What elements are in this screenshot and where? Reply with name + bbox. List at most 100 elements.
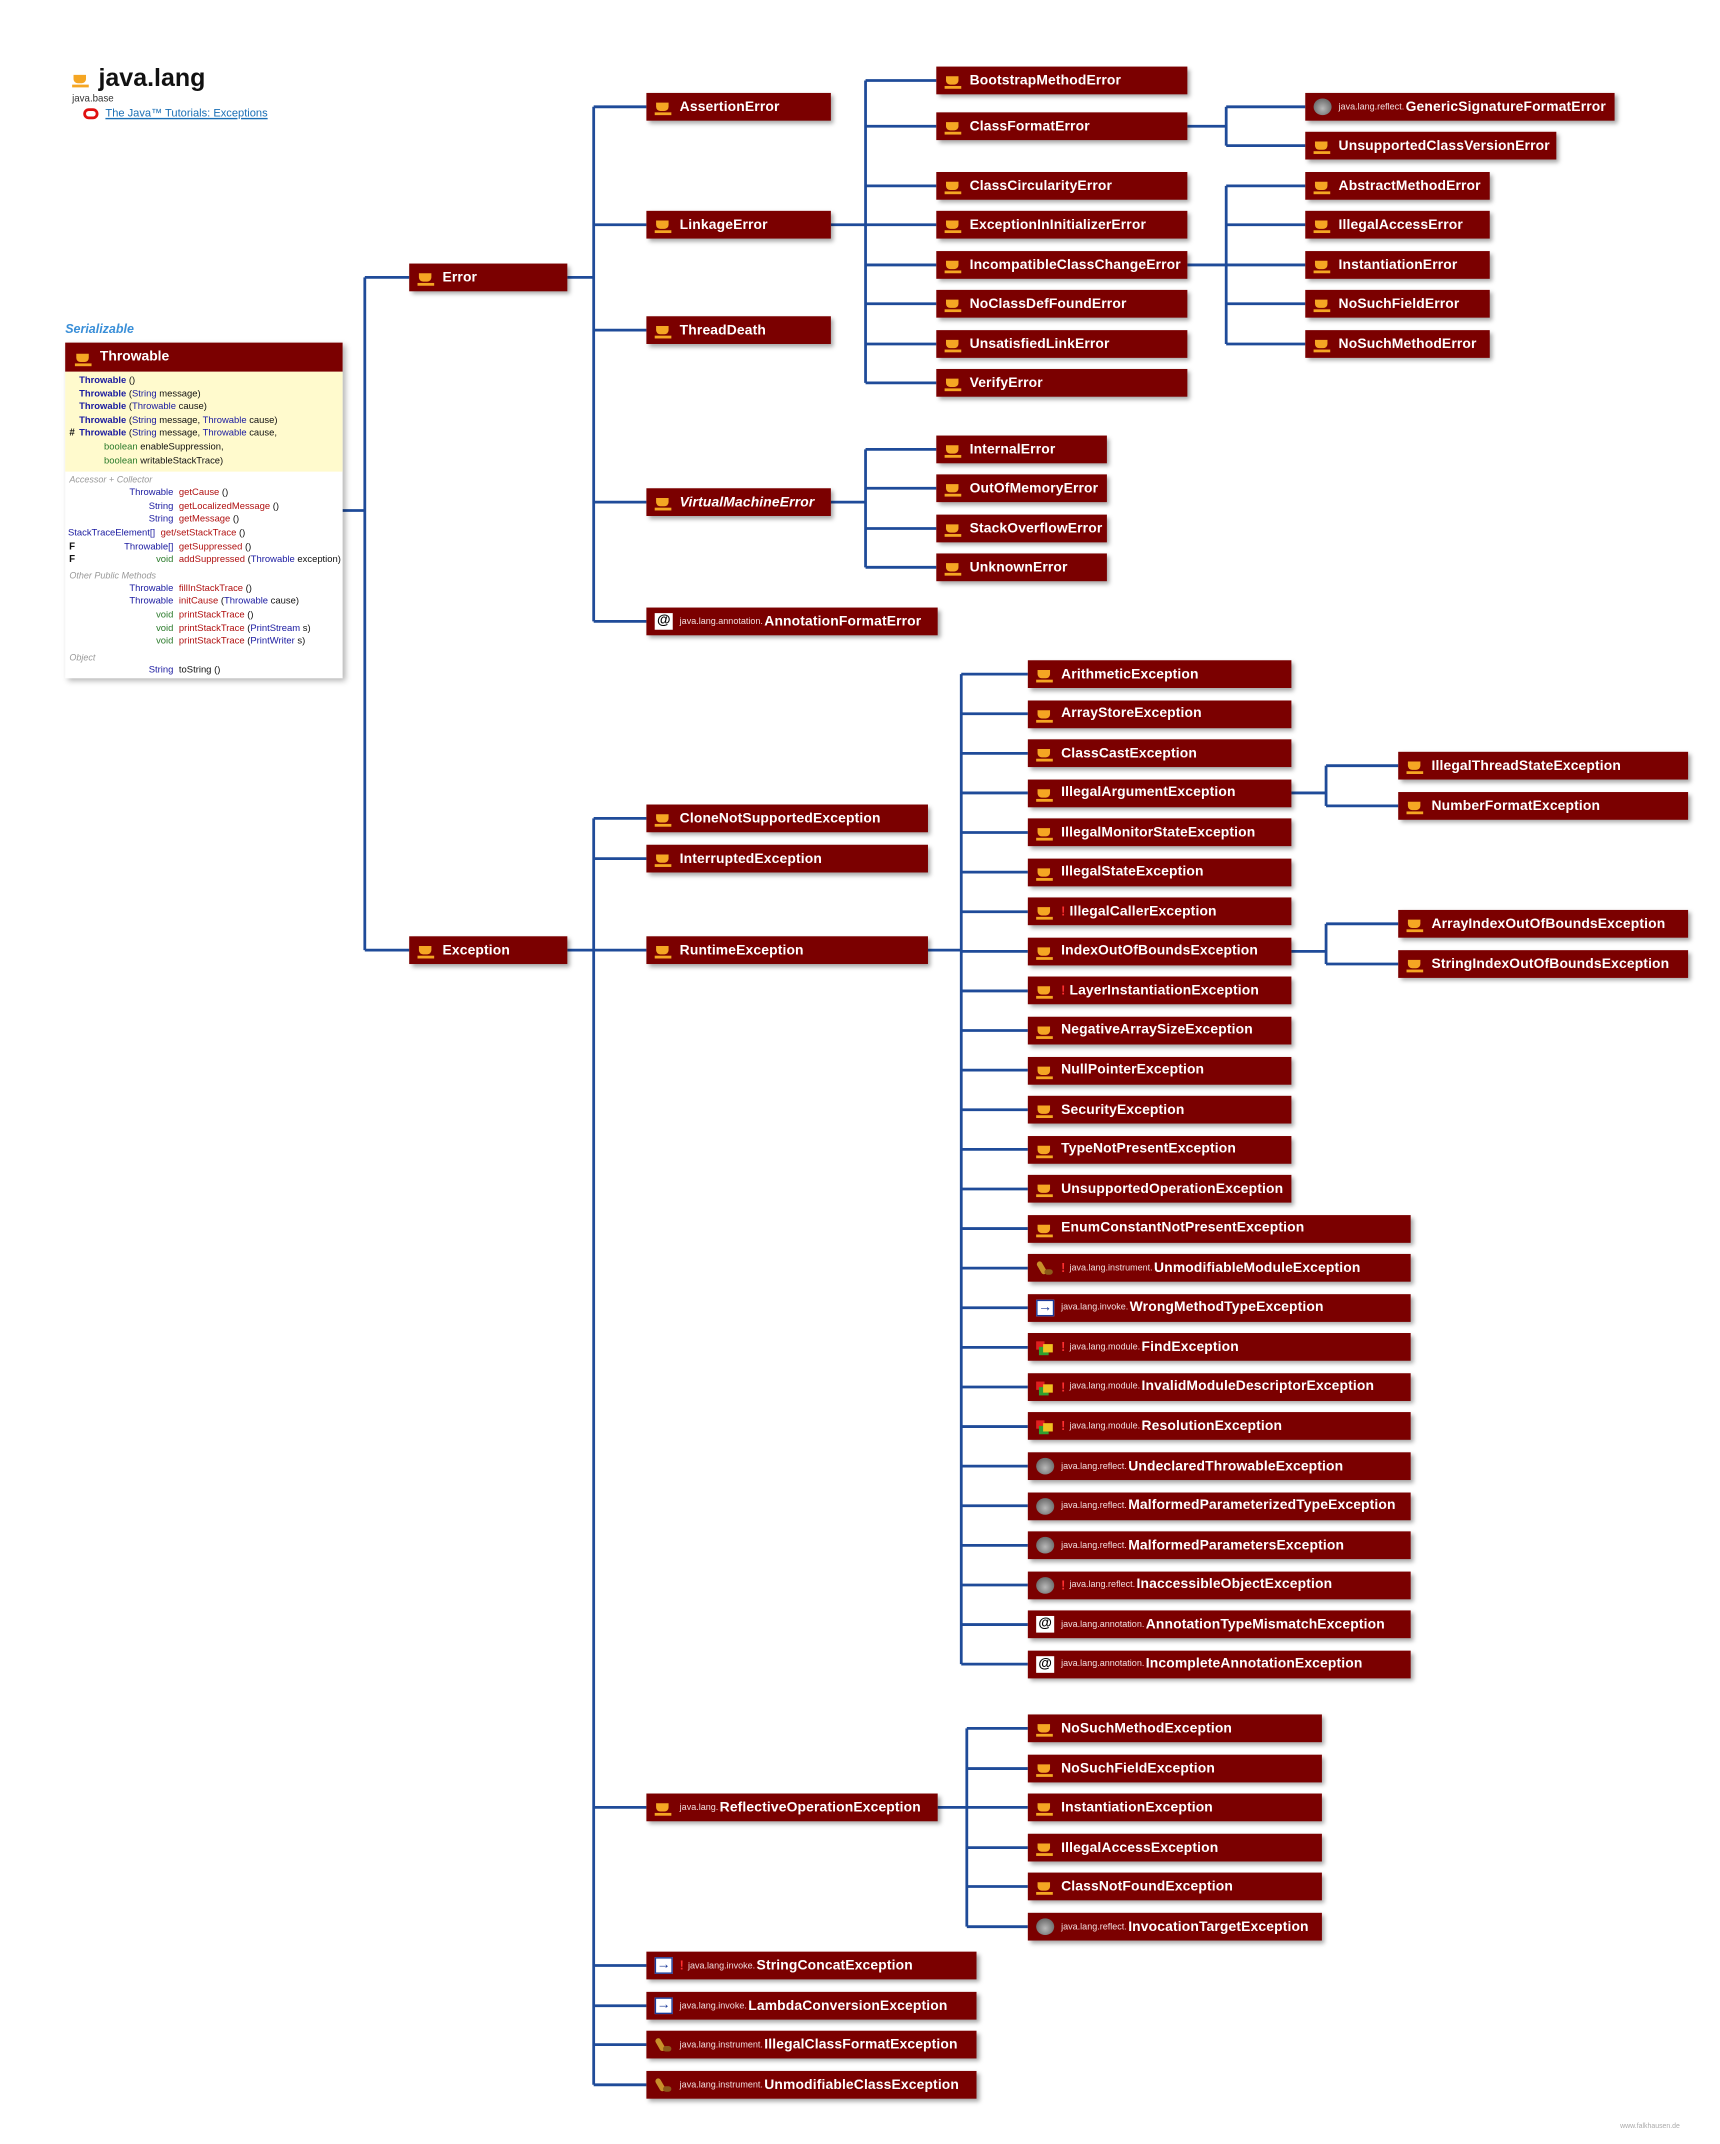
class-exception-in-initializer-error[interactable]: ExceptionInInitializerError: [936, 210, 1188, 239]
class-no-such-method-exception[interactable]: NoSuchMethodException: [1027, 1714, 1322, 1743]
class-class-circularity-error[interactable]: ClassCircularityError: [936, 172, 1188, 200]
tutorial-link[interactable]: The Java™ Tutorials: Exceptions: [83, 106, 268, 120]
class-interrupted-exception[interactable]: InterruptedException: [646, 844, 928, 873]
class-class-not-found-exception[interactable]: ClassNotFoundException: [1027, 1872, 1322, 1901]
method-row[interactable]: StackTraceElement[]get/setStackTrace (): [65, 527, 342, 540]
class-array-index-out-of-bounds-exception[interactable]: ArrayIndexOutOfBoundsException: [1398, 909, 1689, 938]
class-reflective-operation-exception[interactable]: java.lang.ReflectiveOperationException: [646, 1793, 938, 1822]
constructor-signature: Throwable (String message): [79, 389, 201, 399]
constructor-row[interactable]: #Throwable (String message, Throwable ca…: [65, 428, 342, 441]
class-enum-constant-not-present-exception[interactable]: EnumConstantNotPresentException: [1027, 1214, 1411, 1243]
class-annotation-format-error[interactable]: @java.lang.annotation.AnnotationFormatEr…: [646, 607, 938, 636]
class-runtime-exception[interactable]: RuntimeException: [646, 936, 928, 965]
class-layer-instantiation-exception[interactable]: !LayerInstantiationException: [1027, 977, 1292, 1005]
class-out-of-memory-error[interactable]: OutOfMemoryError: [936, 474, 1107, 503]
class-find-exception[interactable]: !java.lang.module.FindException: [1027, 1333, 1411, 1362]
class-null-pointer-exception[interactable]: NullPointerException: [1027, 1056, 1292, 1085]
class-lambda-conversion-exception[interactable]: →java.lang.invoke.LambdaConversionExcept…: [646, 1991, 977, 2020]
class-unmodifiable-class-exception[interactable]: java.lang.instrument.UnmodifiableClassEx…: [646, 2070, 977, 2099]
class-malformed-parameters-exception[interactable]: java.lang.reflect.MalformedParametersExc…: [1027, 1531, 1411, 1560]
class-illegal-class-format-exception[interactable]: java.lang.instrument.IllegalClassFormatE…: [646, 2030, 977, 2059]
constructor-row[interactable]: Throwable (): [65, 375, 342, 388]
class-unknown-error[interactable]: UnknownError: [936, 553, 1107, 582]
tutorial-link-text[interactable]: The Java™ Tutorials: Exceptions: [105, 106, 268, 120]
constructor-row[interactable]: Throwable (String message): [65, 388, 342, 401]
constructor-row[interactable]: Throwable (Throwable cause): [65, 401, 342, 414]
class-resolution-exception[interactable]: !java.lang.module.ResolutionException: [1027, 1412, 1411, 1441]
class-instantiation-exception[interactable]: InstantiationException: [1027, 1793, 1322, 1822]
class-stack-overflow-error[interactable]: StackOverflowError: [936, 514, 1107, 543]
class-undeclared-throwable-exception[interactable]: java.lang.reflect.UndeclaredThrowableExc…: [1027, 1452, 1411, 1481]
class-invalid-module-descriptor-exception[interactable]: !java.lang.module.InvalidModuleDescripto…: [1027, 1373, 1411, 1401]
class-type-not-present-exception[interactable]: TypeNotPresentException: [1027, 1135, 1292, 1164]
class-array-store-exception[interactable]: ArrayStoreException: [1027, 699, 1292, 728]
class-no-such-field-exception[interactable]: NoSuchFieldException: [1027, 1754, 1322, 1783]
throwable-header[interactable]: Throwable: [65, 342, 343, 372]
constructor-row[interactable]: Throwable (String message, Throwable cau…: [65, 414, 342, 427]
class-security-exception[interactable]: SecurityException: [1027, 1095, 1292, 1124]
class-negative-array-size-exception[interactable]: NegativeArraySizeException: [1027, 1016, 1292, 1045]
class-illegal-state-exception[interactable]: IllegalStateException: [1027, 858, 1292, 887]
class-number-format-exception[interactable]: NumberFormatException: [1398, 792, 1689, 820]
class-unsupported-operation-exception[interactable]: UnsupportedOperationException: [1027, 1175, 1292, 1203]
class-illegal-monitor-state-exception[interactable]: IllegalMonitorStateException: [1027, 818, 1292, 847]
class-illegal-thread-state-exception[interactable]: IllegalThreadStateException: [1398, 751, 1689, 780]
class-annotation-type-mismatch-exception[interactable]: @java.lang.annotation.AnnotationTypeMism…: [1027, 1610, 1411, 1639]
class-name: NegativeArraySizeException: [1061, 1022, 1253, 1039]
class-inaccessible-object-exception[interactable]: !java.lang.reflect.InaccessibleObjectExc…: [1027, 1571, 1411, 1599]
class-bootstrap-method-error[interactable]: BootstrapMethodError: [936, 66, 1188, 95]
class-internal-error[interactable]: InternalError: [936, 435, 1107, 464]
class-illegal-caller-exception[interactable]: !IllegalCallerException: [1027, 897, 1292, 926]
class-index-out-of-bounds-exception[interactable]: IndexOutOfBoundsException: [1027, 937, 1292, 966]
class-malformed-parameterized-type-exception[interactable]: java.lang.reflect.MalformedParameterized…: [1027, 1491, 1411, 1520]
class-generic-signature-format-error[interactable]: java.lang.reflect.GenericSignatureFormat…: [1305, 92, 1615, 121]
java-cup-icon: [944, 295, 963, 313]
class-string-concat-exception[interactable]: →!java.lang.invoke.StringConcatException: [646, 1951, 977, 1980]
constructor-row[interactable]: boolean writableStackTrace): [65, 454, 342, 467]
class-illegal-access-exception[interactable]: IllegalAccessException: [1027, 1833, 1322, 1862]
class-incompatible-class-change-error[interactable]: IncompatibleClassChangeError: [936, 251, 1188, 279]
class-class-format-error[interactable]: ClassFormatError: [936, 112, 1188, 141]
class-exception[interactable]: Exception: [409, 936, 568, 965]
class-verify-error[interactable]: VerifyError: [936, 368, 1188, 397]
class-string-index-out-of-bounds-exception[interactable]: StringIndexOutOfBoundsException: [1398, 950, 1689, 978]
class-no-class-def-found-error[interactable]: NoClassDefFoundError: [936, 289, 1188, 318]
class-unsatisfied-link-error[interactable]: UnsatisfiedLinkError: [936, 330, 1188, 358]
class-incomplete-annotation-exception[interactable]: @java.lang.annotation.IncompleteAnnotati…: [1027, 1650, 1411, 1679]
throwable-class-box[interactable]: Throwable Throwable ()Throwable (String …: [65, 342, 343, 679]
constructor-row[interactable]: boolean enableSuppression,: [65, 441, 342, 454]
class-unmodifiable-module-exception[interactable]: !java.lang.instrument.UnmodifiableModule…: [1027, 1254, 1411, 1283]
class-error[interactable]: Error: [409, 263, 568, 292]
class-thread-death[interactable]: ThreadDeath: [646, 316, 831, 345]
class-illegal-argument-exception[interactable]: IllegalArgumentException: [1027, 779, 1292, 807]
reflect-mirror-icon: [1313, 98, 1332, 116]
class-abstract-method-error[interactable]: AbstractMethodError: [1305, 172, 1490, 200]
java-cup-icon: [1036, 824, 1054, 841]
class-invocation-target-exception[interactable]: java.lang.reflect.InvocationTargetExcept…: [1027, 1912, 1322, 1941]
class-class-cast-exception[interactable]: ClassCastException: [1027, 739, 1292, 768]
class-wrong-method-type-exception[interactable]: →java.lang.invoke.WrongMethodTypeExcepti…: [1027, 1293, 1411, 1322]
java-cup-icon: [1036, 785, 1054, 802]
class-instantiation-error[interactable]: InstantiationError: [1305, 251, 1490, 279]
class-virtual-machine-error[interactable]: VirtualMachineError: [646, 488, 831, 517]
class-illegal-access-error[interactable]: IllegalAccessError: [1305, 210, 1490, 239]
class-no-such-field-error[interactable]: NoSuchFieldError: [1305, 289, 1490, 318]
class-clone-not-supported-exception[interactable]: CloneNotSupportedException: [646, 804, 928, 833]
class-assertion-error[interactable]: AssertionError: [646, 92, 831, 121]
class-unsupported-class-version-error[interactable]: UnsupportedClassVersionError: [1305, 131, 1557, 160]
class-no-such-method-error[interactable]: NoSuchMethodError: [1305, 330, 1490, 358]
class-linkage-error[interactable]: LinkageError: [646, 210, 831, 239]
class-name: TypeNotPresentException: [1061, 1141, 1236, 1157]
class-arithmetic-exception[interactable]: ArithmeticException: [1027, 660, 1292, 689]
